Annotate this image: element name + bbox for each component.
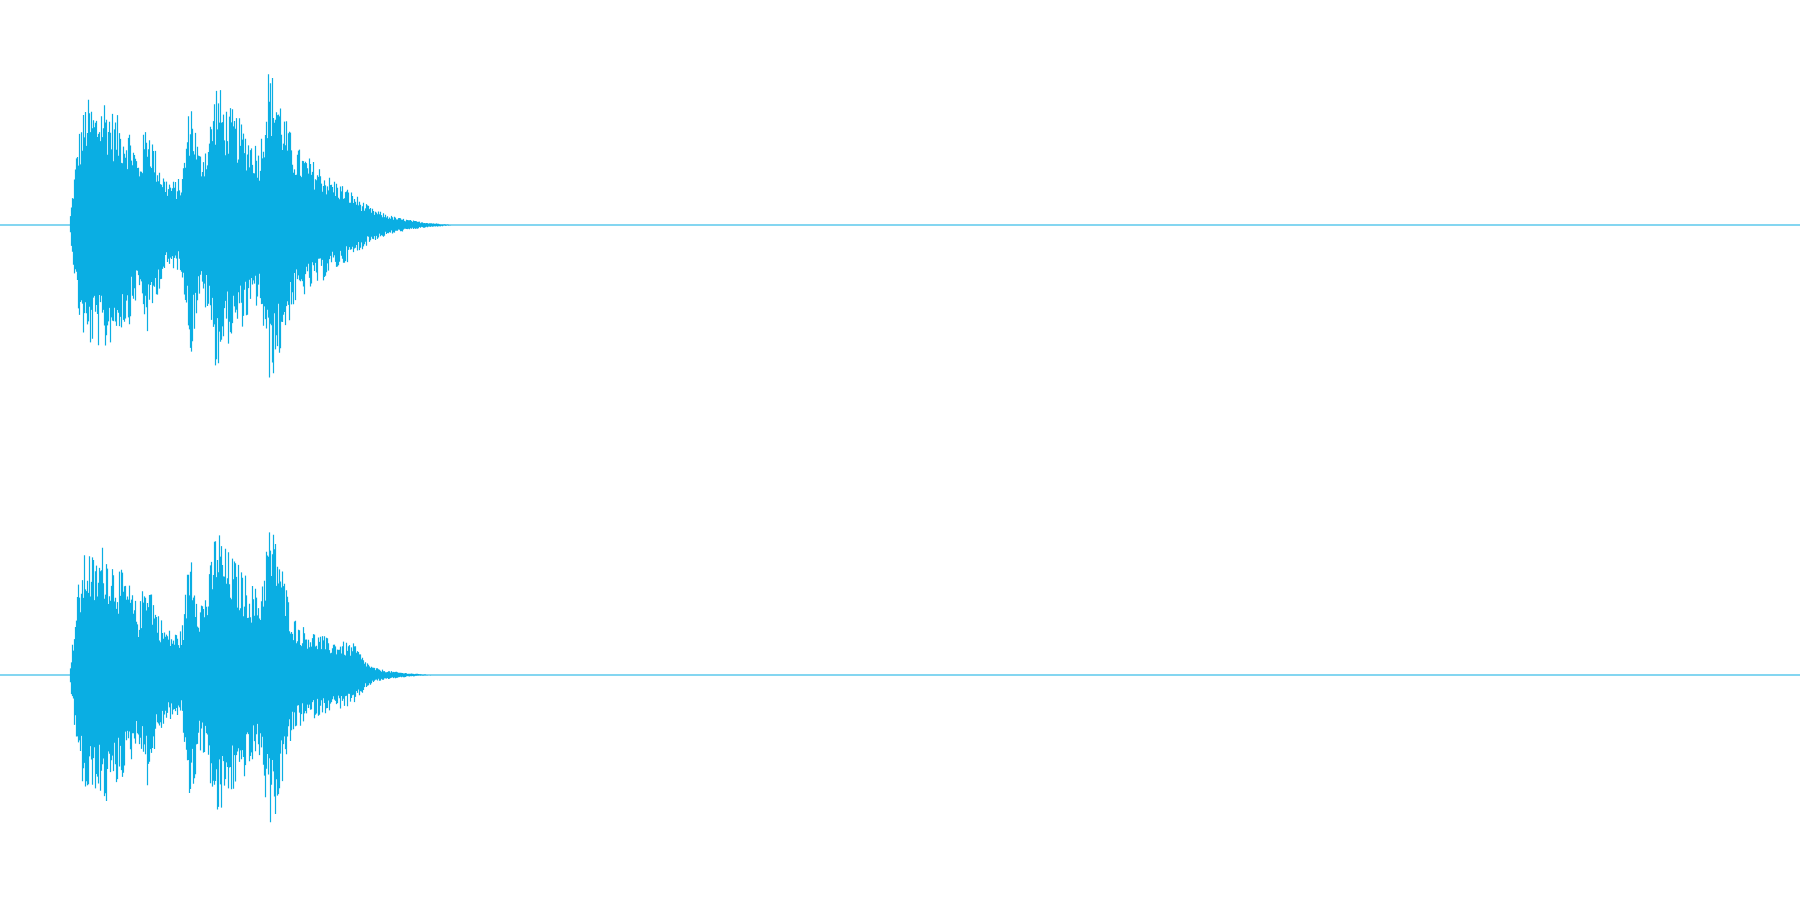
channel-2-samples — [69, 532, 449, 823]
channel-2-waveform — [0, 532, 1800, 823]
channel-1-samples — [69, 74, 467, 378]
channel-1-waveform — [0, 74, 1800, 378]
